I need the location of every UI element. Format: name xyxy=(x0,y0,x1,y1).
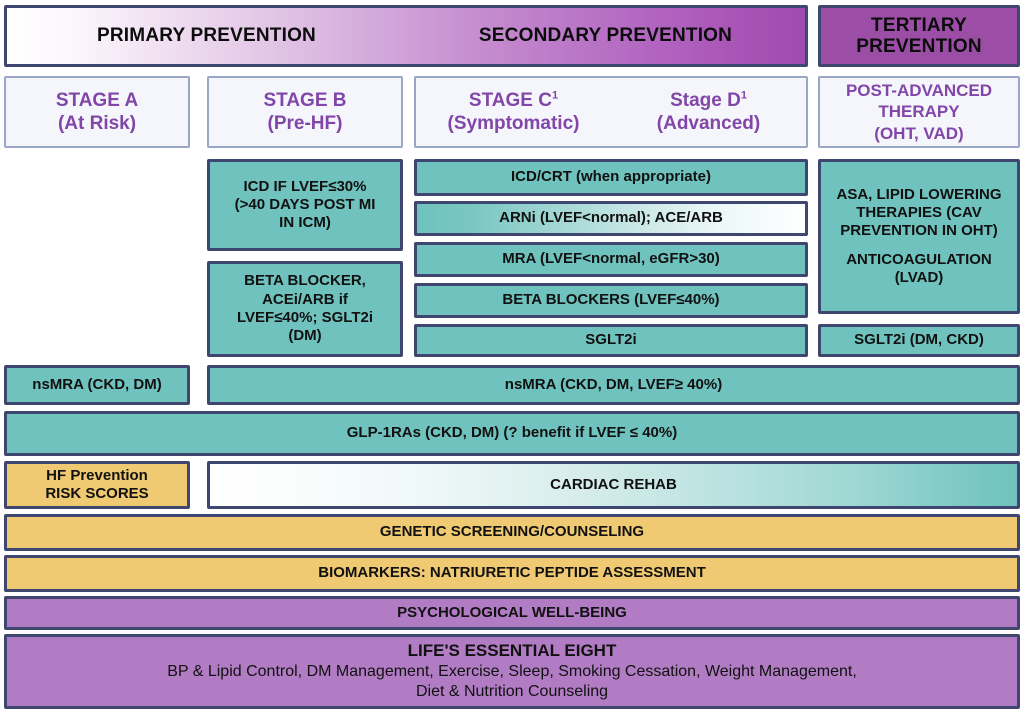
stage-d-title: Stage D1 xyxy=(611,89,806,112)
glp1ras-row: GLP-1RAs (CKD, DM) (? benefit if LVEF ≤ … xyxy=(4,411,1020,456)
header-secondary-prevention-label: SECONDARY PREVENTION xyxy=(478,25,733,47)
hf-prevention-risk-scores-box: HF Prevention RISK SCORES xyxy=(4,461,190,509)
stage-d-title-text: Stage D xyxy=(670,89,741,111)
stage-cd-box: STAGE C1 (Symptomatic) Stage D1 (Advance… xyxy=(414,76,808,148)
stage-d-footnote-marker: 1 xyxy=(740,89,747,102)
stage-cd-mra-box: MRA (LVEF<normal, eGFR>30) xyxy=(414,242,808,277)
stage-d-group: Stage D1 (Advanced) xyxy=(611,89,806,135)
life8-line2: Diet & Nutrition Counseling xyxy=(415,683,609,701)
tertiary-asa-line1: ASA, LIPID LOWERING xyxy=(836,185,1002,203)
stage-c-footnote-marker: 1 xyxy=(551,89,559,102)
stage-c-title: STAGE C1 xyxy=(416,89,611,112)
tertiary-asa-anticoagulation-box: ASA, LIPID LOWERING THERAPIES (CAV PREVE… xyxy=(818,159,1020,314)
stage-b-beta-blocker-box: BETA BLOCKER, ACEi/ARB if LVEF≤40%; SGLT… xyxy=(207,261,403,357)
stage-d-subtitle: (Advanced) xyxy=(656,113,761,134)
life8-title: LIFE'S ESSENTIAL EIGHT xyxy=(407,640,617,660)
header-tertiary-prevention: TERTIARY PREVENTION xyxy=(818,5,1020,67)
cardiac-rehab-row: CARDIAC REHAB xyxy=(207,461,1020,509)
tertiary-asa-line2: THERAPIES (CAV xyxy=(856,204,982,222)
stage-a-box: STAGE A (At Risk) xyxy=(4,76,190,148)
nsmra-wide-box: nsMRA (CKD, DM, LVEF≥ 40%) xyxy=(207,365,1020,405)
stage-b-bb-line4: (DM) xyxy=(288,327,322,345)
tertiary-sglt2i-box: SGLT2i (DM, CKD) xyxy=(818,324,1020,357)
stage-cd-arni-box: ARNi (LVEF<normal); ACE/ARB xyxy=(414,201,808,236)
stage-b-bb-line2: ACEi/ARB if xyxy=(262,290,348,308)
psychological-wellbeing-row: PSYCHOLOGICAL WELL-BEING xyxy=(4,596,1020,630)
stage-cd-sglt2i-box: SGLT2i xyxy=(414,324,808,357)
stage-b-icd-line3: IN ICM) xyxy=(279,214,331,232)
stage-post-advanced-box: POST-ADVANCED THERAPY (OHT, VAD) xyxy=(818,76,1020,148)
stage-c-title-text: STAGE C xyxy=(468,89,552,111)
nsmra-left-box: nsMRA (CKD, DM) xyxy=(4,365,190,405)
stage-b-icd-line1: ICD IF LVEF≤30% xyxy=(243,177,367,195)
stage-c-subtitle: (Symptomatic) xyxy=(447,113,580,134)
life8-line1: BP & Lipid Control, DM Management, Exerc… xyxy=(167,663,857,681)
stage-b-bb-line3: LVEF≤40%; SGLT2i xyxy=(236,309,374,326)
stage-a-subtitle: (At Risk) xyxy=(57,113,137,134)
stage-cd-icd-crt-box: ICD/CRT (when appropriate) xyxy=(414,159,808,196)
tertiary-asa-line5: (LVAD) xyxy=(894,268,944,286)
post-advanced-line2: THERAPY xyxy=(878,102,960,122)
stage-b-icd-line2: (>40 DAYS POST MI xyxy=(234,195,376,213)
lifes-essential-eight-row: LIFE'S ESSENTIAL EIGHT BP & Lipid Contro… xyxy=(4,634,1020,709)
post-advanced-line3: (OHT, VAD) xyxy=(874,123,964,143)
stage-b-box: STAGE B (Pre-HF) xyxy=(207,76,403,148)
tertiary-asa-line4: ANTICOAGULATION xyxy=(846,250,992,268)
stage-b-title: STAGE B xyxy=(263,89,347,111)
stage-cd-beta-blockers-box: BETA BLOCKERS (LVEF≤40%) xyxy=(414,283,808,318)
header-tertiary-line2: PREVENTION xyxy=(856,36,982,57)
header-primary-prevention-label: PRIMARY PREVENTION xyxy=(97,25,316,47)
hf-prevention-line1: HF Prevention xyxy=(46,466,148,484)
tertiary-asa-line3: PREVENTION IN OHT) xyxy=(840,222,998,240)
stage-c-group: STAGE C1 (Symptomatic) xyxy=(416,89,611,135)
header-tertiary-line1: TERTIARY xyxy=(871,14,967,36)
biomarkers-row: BIOMARKERS: NATRIURETIC PEPTIDE ASSESSME… xyxy=(4,555,1020,592)
stage-a-title: STAGE A xyxy=(55,89,139,111)
genetic-screening-row: GENETIC SCREENING/COUNSELING xyxy=(4,514,1020,551)
post-advanced-line1: POST-ADVANCED xyxy=(845,81,993,101)
stage-b-icd-box: ICD IF LVEF≤30% (>40 DAYS POST MI IN ICM… xyxy=(207,159,403,251)
stage-b-bb-line1: BETA BLOCKER, xyxy=(244,272,366,290)
header-primary-secondary-band: PRIMARY PREVENTION SECONDARY PREVENTION xyxy=(4,5,808,67)
tertiary-asa-spacer xyxy=(821,241,1017,251)
hf-prevention-line2: RISK SCORES xyxy=(45,485,149,502)
stage-b-subtitle: (Pre-HF) xyxy=(267,113,343,134)
